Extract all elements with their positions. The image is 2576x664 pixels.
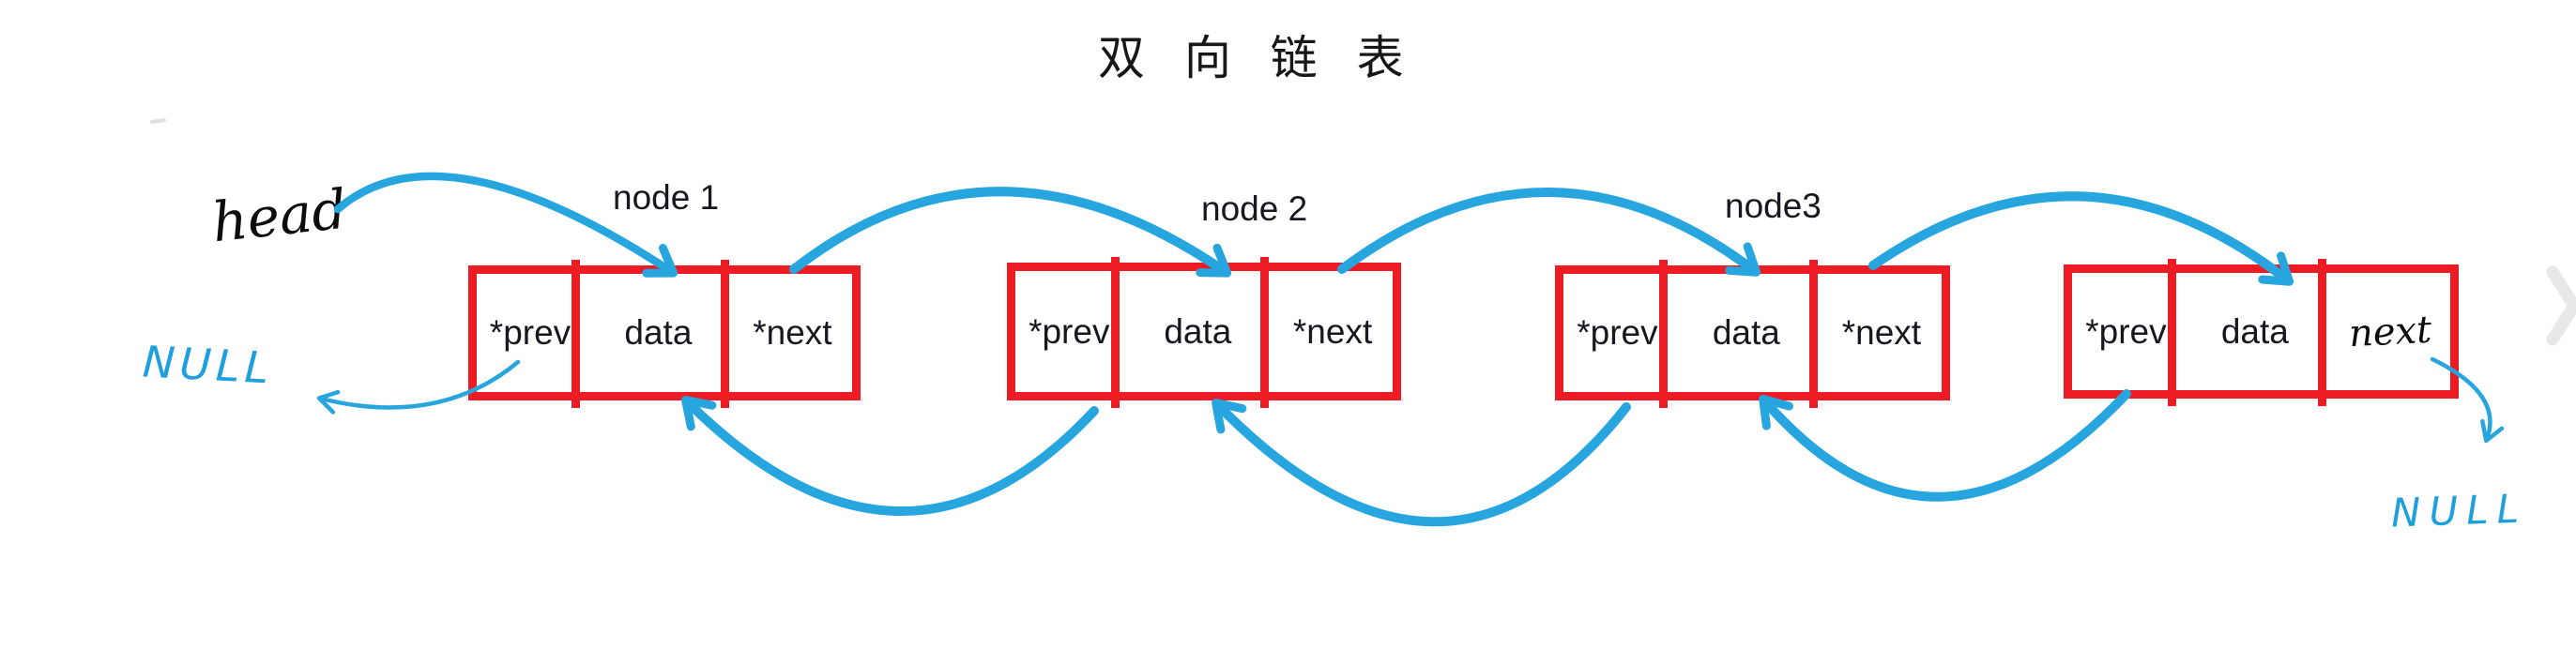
node3-next-cell: *next	[1821, 274, 1942, 392]
node2-prev-cell: *prev	[1015, 271, 1123, 392]
arrow-node3-prev-to-node2	[1212, 399, 1631, 527]
node2-data-cell: data	[1123, 271, 1273, 392]
node4-prev-cell: *prev	[2072, 273, 2180, 390]
cell-divider	[1260, 257, 1270, 408]
node4-box: *prev data next	[2064, 259, 2459, 406]
cell-label: *prev	[2085, 311, 2167, 351]
node2-label: node 2	[1201, 189, 1308, 228]
head-pointer-label: head	[208, 176, 350, 255]
null-label-left: NULL	[141, 336, 275, 394]
node4-data-cell: data	[2180, 273, 2330, 390]
node3-label: node3	[1725, 187, 1821, 225]
node1-label: node 1	[613, 178, 720, 217]
node4-next-cell: next	[2330, 273, 2450, 390]
node2-next-cell: *next	[1273, 271, 1393, 392]
cell-divider	[572, 260, 580, 408]
cell-divider	[2167, 259, 2176, 406]
node1-data-cell: data	[584, 274, 733, 392]
cell-label: data	[624, 313, 693, 352]
node1-box: *prev data *next	[468, 260, 861, 408]
cell-label: *prev	[1029, 311, 1110, 351]
node3-prev-cell: *prev	[1563, 274, 1671, 392]
chevron-right-icon[interactable]	[2546, 265, 2576, 346]
arrow-node4-prev-to-node3	[1759, 389, 2131, 502]
null-label-right: NULL	[2390, 485, 2528, 536]
cell-label: *prev	[1577, 313, 1658, 352]
cell-label: *next	[1841, 313, 1922, 352]
cell-label: data	[2220, 311, 2289, 351]
cell-divider	[1808, 260, 1818, 408]
cell-label: *next	[1292, 311, 1373, 351]
arrow-node2-prev-to-node1	[681, 396, 1099, 516]
cell-divider	[1658, 260, 1668, 408]
node1-next-cell: *next	[733, 274, 852, 392]
node3-box: *prev data *next	[1555, 260, 1950, 408]
arrow-node1-next-to-node2	[789, 187, 1232, 278]
cell-label: *prev	[489, 313, 572, 352]
arrow-node2-next-to-node3	[1337, 188, 1761, 277]
node2-box: *prev data *next	[1007, 257, 1401, 408]
cell-divider	[2317, 259, 2326, 406]
cell-divider	[720, 260, 729, 408]
handwritten-next-label: next	[2347, 308, 2433, 355]
cell-label: data	[1712, 313, 1780, 352]
node3-data-cell: data	[1671, 274, 1821, 392]
node1-prev-cell: *prev	[477, 274, 584, 392]
cell-label: data	[1164, 311, 1232, 351]
cell-label: *next	[753, 313, 832, 352]
cell-divider	[1110, 257, 1120, 408]
stray-pen-mark	[149, 117, 167, 125]
diagram-title: 双 向 链 表	[1098, 32, 1417, 84]
